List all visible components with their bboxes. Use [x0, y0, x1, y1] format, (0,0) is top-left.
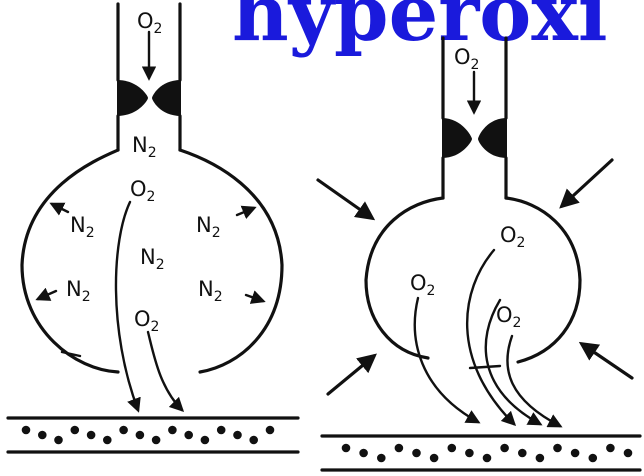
left-n2-label-lower-left: N2 — [66, 277, 91, 305]
left-valve-right — [152, 80, 181, 116]
left-n2-label-upper-right: N2 — [196, 213, 221, 241]
red-cell-dot — [22, 426, 31, 435]
red-cell-dot — [217, 426, 226, 435]
red-cell-dot — [430, 454, 439, 463]
red-cell-dot — [553, 444, 562, 453]
red-cell-dot — [71, 426, 80, 435]
left-top-o2-label: O2 — [137, 9, 162, 37]
red-cell-dot — [266, 426, 275, 435]
red-cell-dot — [249, 436, 258, 445]
red-cell-dot — [395, 444, 404, 453]
red-cell-dot — [359, 449, 368, 458]
red-cell-dot — [377, 454, 386, 463]
right-pressure-arrow-lower-right — [582, 344, 632, 378]
right-valve-left — [442, 118, 472, 158]
right-o2-label-top: O2 — [500, 223, 525, 251]
right-pressure-arrow-lower-left — [328, 356, 374, 394]
left-bulb-right-wall — [180, 150, 282, 372]
right-pressure-arrow-upper-left — [318, 180, 372, 218]
left-o2-label-top: O2 — [130, 177, 155, 205]
left-o2-path-2 — [148, 332, 182, 410]
left-valve-left — [117, 80, 148, 116]
red-cell-dot — [136, 431, 145, 440]
red-cell-dot — [38, 431, 47, 440]
red-cell-dot — [465, 449, 474, 458]
right-bulb-left-wall — [366, 198, 443, 358]
red-cell-dot — [518, 449, 527, 458]
left-n2-arrow-lower-right — [246, 295, 263, 301]
right-o2-path-3 — [507, 336, 560, 426]
left-neck-n2-label: N2 — [132, 133, 157, 161]
red-cell-dot — [500, 444, 509, 453]
red-cell-dot — [342, 444, 351, 453]
red-cell-dot — [624, 449, 633, 458]
red-cell-dot — [448, 444, 457, 453]
left-n2-label-center: N2 — [140, 245, 165, 273]
red-cell-dot — [233, 431, 242, 440]
left-n2-label-lower-right: N2 — [198, 277, 223, 305]
left-red-cells — [22, 426, 275, 445]
red-cell-dot — [152, 436, 161, 445]
left-o2-path-1 — [116, 202, 138, 410]
red-cell-dot — [536, 454, 545, 463]
right-valve-right — [478, 118, 507, 158]
right-o2-label-right: O2 — [496, 303, 521, 331]
red-cell-dot — [201, 436, 210, 445]
left-n2-arrow-upper-left — [52, 204, 68, 212]
red-cell-dot — [589, 454, 598, 463]
red-cell-dot — [119, 426, 128, 435]
left-o2-label-bottom: O2 — [134, 307, 159, 335]
right-red-cells — [342, 444, 633, 463]
right-o2-label-left: O2 — [410, 271, 435, 299]
right-panel: O2 O2 O2 O2 — [318, 38, 640, 470]
left-bulb-left-wall — [22, 150, 118, 372]
left-n2-arrow-lower-left — [38, 291, 56, 299]
title-fragment: hyperoxi — [232, 0, 607, 59]
red-cell-dot — [87, 431, 96, 440]
red-cell-dot — [54, 436, 63, 445]
left-n2-arrow-upper-right — [237, 208, 254, 215]
red-cell-dot — [184, 431, 193, 440]
left-panel: O2 N2 O2 N2 N2 N2 N2 N2 O2 — [8, 4, 298, 452]
red-cell-dot — [168, 426, 177, 435]
red-cell-dot — [103, 436, 112, 445]
red-cell-dot — [571, 449, 580, 458]
red-cell-dot — [483, 454, 492, 463]
right-pressure-arrow-upper-right — [562, 160, 612, 206]
red-cell-dot — [606, 444, 615, 453]
left-n2-label-upper-left: N2 — [70, 213, 95, 241]
right-bulb-right-wall — [506, 198, 580, 362]
red-cell-dot — [412, 449, 421, 458]
